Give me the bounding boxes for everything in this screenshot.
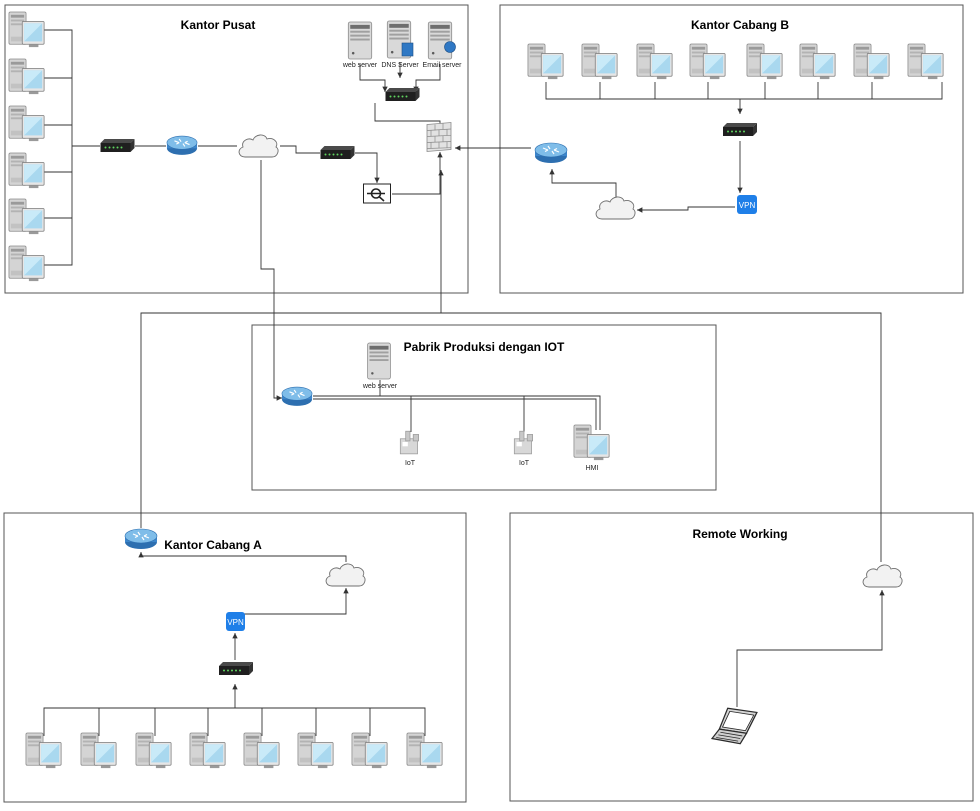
web-server-label: web server (342, 62, 378, 69)
vpn-b-label: VPN (739, 201, 756, 210)
link-vpn-a-to-cloud (235, 588, 349, 615)
link-laptop-to-cloud (736, 590, 885, 707)
dns-badge-icon (401, 42, 414, 57)
iot-device-1[interactable]: IoT (399, 430, 420, 467)
dns-server[interactable]: DNS Server (381, 20, 419, 69)
cabang-b-router-icon[interactable] (534, 142, 568, 164)
zone-title-kantor-cabang-a: Kantor Cabang A (164, 538, 262, 552)
cabang-a-router-icon[interactable] (124, 528, 158, 550)
web-server[interactable]: web server (342, 21, 378, 69)
link-workstation-taps (44, 77, 72, 219)
pusat-router-icon[interactable] (166, 135, 198, 156)
factory-web-server[interactable]: web server (362, 342, 398, 390)
link-cabang-a-bus (43, 707, 426, 736)
zone-title-pabrik-produksi: Pabrik Produksi dengan IOT (404, 340, 565, 354)
zone-title-kantor-pusat: Kantor Pusat (181, 18, 256, 32)
link-webserver-to-switch (359, 64, 388, 92)
zone-remote-working: Remote Working (509, 512, 974, 802)
link-cloud-b-to-router (549, 169, 617, 199)
link-workstation-bus (44, 29, 73, 266)
link-proxy-to-firewall (392, 152, 443, 195)
factory-web-server-icon (367, 342, 391, 380)
zone-pabrik-produksi: Pabrik Produksi dengan IOT (251, 324, 717, 491)
connections (43, 29, 943, 736)
cabang-b-switch-icon[interactable] (723, 123, 757, 136)
link-factory-bus-2 (313, 398, 597, 430)
proxy-inspection-icon[interactable] (363, 183, 391, 204)
vpn-a[interactable]: VPN (226, 612, 245, 631)
hmi-device[interactable]: HMI (573, 424, 610, 472)
vpn-a-label: VPN (227, 618, 244, 627)
link-cabang-a-taps (98, 708, 371, 736)
vpn-b-icon (737, 195, 757, 214)
link-cabang-b-taps (599, 82, 873, 99)
link-cloud-a-to-router (138, 552, 347, 562)
zone-kantor-cabang-b: Kantor Cabang B (499, 4, 964, 294)
link-vpn-b-to-cloud (637, 206, 735, 213)
link-email-to-switch (413, 64, 441, 92)
link-cabang-b-bus (545, 82, 943, 100)
vpn-b[interactable]: VPN (737, 195, 757, 214)
link-backbone-loop (140, 312, 882, 562)
email-server-icon (427, 21, 453, 60)
email-server-label: Email server (423, 62, 463, 69)
pusat-switch-icon[interactable] (100, 139, 135, 152)
pabrik-router-icon[interactable] (281, 386, 313, 407)
firewall-icon[interactable] (426, 122, 452, 152)
server-switch-icon[interactable] (385, 88, 420, 101)
email-badge-icon (444, 41, 456, 53)
iot-2-label: IoT (519, 460, 530, 467)
link-factory-bus (313, 395, 601, 430)
dns-server-label: DNS Server (381, 62, 419, 69)
hmi-label: HMI (586, 465, 599, 472)
iot-1-label: IoT (405, 460, 416, 467)
factory-web-server-label: web server (362, 383, 398, 390)
pusat-switch-2-icon[interactable] (320, 146, 355, 159)
vpn-a-icon (226, 612, 245, 631)
link-switch2-to-proxy (355, 152, 380, 183)
zone-title-kantor-cabang-b: Kantor Cabang B (691, 18, 789, 32)
link-cloud-to-switch2 (280, 145, 320, 154)
iot-device-2[interactable]: IoT (513, 430, 534, 467)
web-server-icon (347, 21, 373, 60)
link-cloud-to-factory (260, 160, 282, 401)
cabang-a-switch-icon[interactable] (219, 662, 253, 675)
email-server[interactable]: Email server (423, 21, 463, 69)
zone-title-remote-working: Remote Working (692, 527, 787, 541)
